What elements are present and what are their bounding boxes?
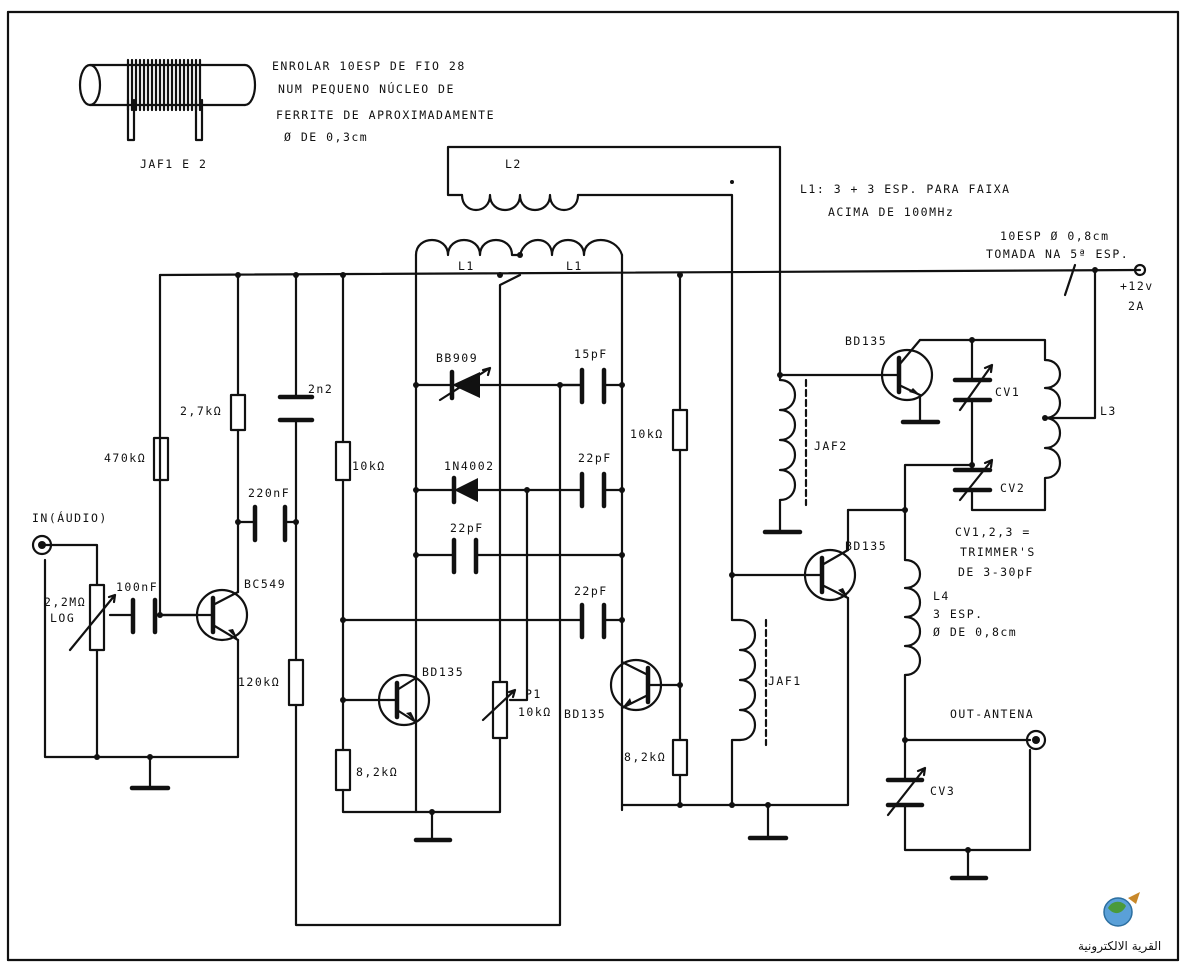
label-l2: L2 <box>505 157 522 171</box>
choke-drawing <box>78 58 257 142</box>
trimmer-note-1: CV1,2,3 = <box>955 525 1031 539</box>
note-line-1: ENROLAR 10ESP DE FIO 28 <box>272 59 466 73</box>
trimmer-note-2: TRIMMER'S <box>960 545 1036 559</box>
text-labels: ENROLAR 10ESP DE FIO 28 NUM PEQUENO NÚCL… <box>32 59 1154 798</box>
label-22pf-c: 22pF <box>574 584 608 598</box>
label-in4002: 1N4002 <box>444 459 495 473</box>
label-p1: P1 <box>525 687 542 701</box>
label-bb909: BB909 <box>436 351 478 365</box>
l1-note-2: ACIMA DE 100MHz <box>828 205 954 219</box>
label-r10k-b: 10kΩ <box>630 427 664 441</box>
label-l1-left: L1 <box>458 259 475 273</box>
label-input: IN(ÁUDIO) <box>32 510 108 525</box>
label-bd135-b: BD135 <box>564 707 606 721</box>
label-l3: L3 <box>1100 404 1117 418</box>
watermark-text: القرية الالكترونية <box>1078 939 1161 954</box>
label-out: OUT-ANTENA <box>950 707 1034 721</box>
l4-note-1: L4 <box>933 589 950 603</box>
label-cv2: CV2 <box>1000 481 1025 495</box>
label-pot-value: 2,2MΩ <box>44 595 86 609</box>
l3-note-2: TOMADA NA 5ª ESP. <box>986 247 1129 261</box>
label-cv1: CV1 <box>995 385 1020 399</box>
label-l1-right: L1 <box>566 259 583 273</box>
note-line-2: NUM PEQUENO NÚCLEO DE <box>278 81 455 96</box>
choke-jaf1 <box>738 618 768 747</box>
label-r2k7: 2,7kΩ <box>180 404 222 418</box>
l1-note-1: L1: 3 + 3 ESP. PARA FAIXA <box>800 182 1011 196</box>
label-bd135-d: BD135 <box>845 334 887 348</box>
junction-dots <box>94 180 1098 853</box>
label-22pf-b: 22pF <box>450 521 484 535</box>
label-bc549: BC549 <box>244 577 286 591</box>
inductor-l3 <box>1043 358 1061 492</box>
label-r8k2-a: 8,2kΩ <box>356 765 398 779</box>
diodes <box>438 366 492 505</box>
label-r120k: 120kΩ <box>238 675 280 689</box>
label-220nf: 220nF <box>248 486 290 500</box>
l4-note-2: 3 ESP. <box>933 607 984 621</box>
frame <box>6 10 1180 962</box>
label-bd135-a: BD135 <box>422 665 464 679</box>
label-cv3: CV3 <box>930 784 955 798</box>
transistors <box>195 338 934 727</box>
supply-voltage: +12v <box>1120 279 1154 293</box>
choke-jaf2 <box>778 378 808 507</box>
inductor-l2 <box>460 193 580 211</box>
resistors <box>68 393 689 792</box>
label-2n2: 2n2 <box>308 382 333 396</box>
label-15pf: 15pF <box>574 347 608 361</box>
label-bd135-c: BD135 <box>845 539 887 553</box>
label-p1-value: 10kΩ <box>518 705 552 719</box>
terminals <box>31 263 1147 751</box>
watermark-logo: القرية الالكترونية <box>1078 892 1161 954</box>
label-100nf: 100nF <box>116 580 158 594</box>
l4-note-3: Ø DE 0,8cm <box>933 625 1017 639</box>
inductor-l4 <box>903 558 921 677</box>
label-r10k-a: 10kΩ <box>352 459 386 473</box>
label-22pf-a: 22pF <box>578 451 612 465</box>
note-line-3: FERRITE DE APROXIMADAMENTE <box>276 108 495 122</box>
label-pot-log: LOG <box>50 611 75 625</box>
grounds <box>129 418 989 881</box>
trimmer-note-3: DE 3-30pF <box>958 565 1034 579</box>
note-line-4: Ø DE 0,3cm <box>284 130 368 144</box>
jaf-caption: JAF1 E 2 <box>140 157 207 171</box>
l3-note-1: 10ESP Ø 0,8cm <box>1000 229 1110 243</box>
label-r470k: 470kΩ <box>104 451 146 465</box>
capacitors <box>130 363 994 817</box>
supply-current: 2A <box>1128 299 1145 313</box>
label-jaf1: JAF1 <box>768 674 802 688</box>
label-jaf2: JAF2 <box>814 439 848 453</box>
label-r8k2-b: 8,2kΩ <box>624 750 666 764</box>
inductor-l1 <box>414 239 624 257</box>
